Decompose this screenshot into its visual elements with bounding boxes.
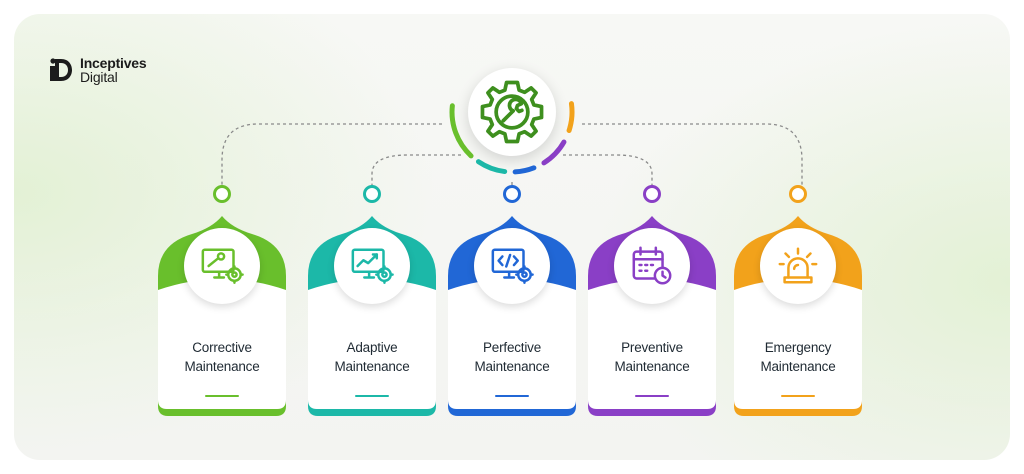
card-adaptive: Adaptive Maintenance: [308, 176, 436, 416]
hub-arc-adaptive: [475, 159, 508, 175]
card-title-line1: Adaptive: [346, 340, 398, 355]
monitor-wrench-icon: [201, 248, 244, 285]
card-title-line2: Maintenance: [334, 359, 410, 374]
card-underline: [205, 395, 239, 397]
icon-circle: [184, 228, 260, 304]
card-title-line1: Preventive: [621, 340, 683, 355]
card-title: Corrective Maintenance: [158, 338, 286, 376]
card-title-line1: Emergency: [764, 340, 832, 355]
icon-circle: [334, 228, 410, 304]
card-title: Perfective Maintenance: [448, 338, 576, 376]
hub-arc-preventive: [541, 139, 567, 166]
icon-circle: [760, 228, 836, 304]
card-title: Emergency Maintenance: [734, 338, 862, 376]
card-preventive: Preventive Maintenance: [588, 176, 716, 416]
icon-circle: [614, 228, 690, 304]
brand-name-line1: Inceptives: [80, 55, 147, 71]
hub-arc-perfective: [512, 165, 537, 175]
card-title-line1: Perfective: [482, 340, 542, 355]
hub-arc-corrective: [449, 103, 474, 159]
card-title-line2: Maintenance: [474, 359, 550, 374]
card-title: Preventive Maintenance: [588, 338, 716, 376]
hub-icon-circle: [468, 68, 556, 156]
card-underline: [781, 395, 815, 397]
card-title-line2: Maintenance: [184, 359, 260, 374]
infographic-canvas: Inceptives Digital: [14, 14, 1010, 460]
card-title: Adaptive Maintenance: [308, 338, 436, 376]
connector-lines: [221, 123, 803, 186]
connector-adaptive: [371, 154, 461, 186]
monitor-code-icon: [491, 248, 534, 285]
connector-preventive: [563, 154, 653, 186]
connector-corrective: [221, 123, 442, 186]
hub-arc-emergency: [566, 101, 575, 134]
card-underline: [635, 395, 669, 397]
gear-wrench-icon: [480, 80, 544, 144]
connector-emergency: [582, 123, 803, 186]
card-underline: [355, 395, 389, 397]
card-title-line1: Corrective: [192, 340, 252, 355]
calendar-clock-icon: [632, 246, 672, 285]
card-underline: [495, 395, 529, 397]
card-title-line2: Maintenance: [760, 359, 836, 374]
hub-ring: [449, 101, 575, 175]
hub-node: [442, 42, 582, 182]
monitor-chart-icon: [351, 248, 394, 285]
logo-mark-icon: [50, 58, 72, 81]
siren-icon: [778, 247, 818, 284]
card-title-line2: Maintenance: [614, 359, 690, 374]
card-corrective: Corrective Maintenance: [158, 176, 286, 416]
card-emergency: Emergency Maintenance: [734, 176, 862, 416]
brand-logo: Inceptives Digital: [50, 55, 147, 85]
brand-name-line2: Digital: [80, 69, 118, 85]
card-perfective: Perfective Maintenance: [448, 176, 576, 416]
icon-circle: [474, 228, 550, 304]
